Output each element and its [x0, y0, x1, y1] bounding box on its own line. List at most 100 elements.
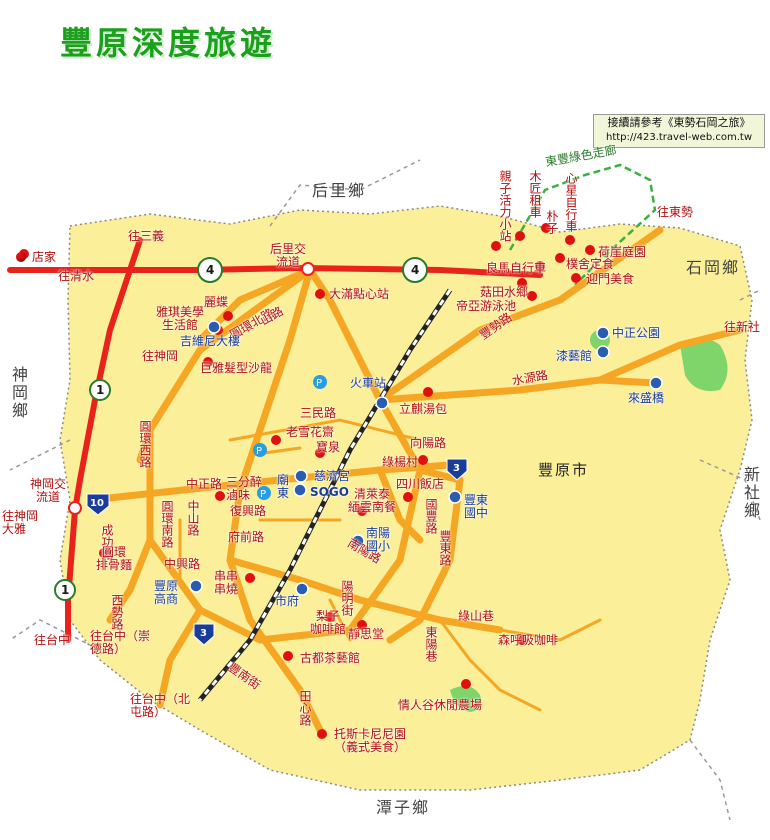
road-fuqian: 府前路	[228, 530, 265, 544]
road-yangming: 陽明街	[340, 580, 354, 616]
route-4-east: 4	[411, 263, 420, 277]
route-1-north: 1	[96, 383, 105, 397]
shop-qingrengu[interactable]: 情人谷休閒農場	[398, 698, 483, 712]
shop-tuscany[interactable]: 托斯卡尼尼園（義式美食）	[334, 727, 407, 754]
route-3-south: 3	[200, 628, 207, 639]
shop-luyang[interactable]: 綠楊村	[382, 455, 419, 469]
route-10: 10	[90, 498, 104, 509]
town-tanzi: 潭子鄉	[376, 798, 431, 817]
shop-gudu[interactable]: 古都茶藝館	[300, 651, 361, 665]
shop-chuan[interactable]: 串串串燒	[214, 569, 239, 596]
shop-laoxuehua[interactable]: 老雪花齋	[286, 425, 335, 439]
shop-lizi[interactable]: 梨子咖啡館	[310, 609, 347, 636]
shop-sanfenzui[interactable]: 三分醉滷味	[226, 475, 263, 502]
shop-yuanhuan[interactable]: 圓環排骨麵	[96, 545, 133, 572]
landmark-fengyuan-commercial[interactable]: 豐原高商	[154, 579, 179, 606]
parking-icons: P P P	[253, 375, 327, 500]
legend: 店家	[16, 248, 56, 265]
town-shigang: 石岡鄉	[686, 258, 741, 277]
route-3-north: 3	[453, 463, 460, 474]
dir-taichung-chongde: 往台中（崇德路）	[90, 629, 151, 656]
dir-taichung: 往台中	[34, 633, 71, 647]
road-chenggong: 成功路	[100, 524, 114, 560]
shengang-interchange: 神岡交流道	[29, 477, 66, 504]
road-zhongshan: 中山路	[186, 500, 200, 536]
town-houli: 后里鄉	[312, 181, 367, 200]
railway	[198, 288, 453, 702]
shop-jingsi[interactable]: 靜思堂	[348, 627, 385, 641]
shop-lidie[interactable]: 麗蝶	[204, 295, 229, 309]
dir-xinshe: 往新社	[724, 320, 761, 334]
svg-text:P: P	[260, 489, 266, 500]
dir-shengang: 往神岡	[142, 349, 179, 363]
landmark-city-hall[interactable]: 市府	[275, 594, 300, 608]
landmark-giverny[interactable]: 吉維尼大樓	[180, 334, 241, 348]
shop-senhuxi[interactable]: 森呼吸咖啡	[498, 633, 559, 647]
landmark-zhongzheng-park[interactable]: 中正公園	[612, 326, 661, 340]
svg-text:P: P	[316, 378, 322, 389]
route-shields	[53, 257, 468, 646]
landmark-laisheng-bridge[interactable]: 來盛橋	[628, 391, 665, 405]
green-corridor	[508, 163, 657, 286]
shop-heya[interactable]: 荷崖庭園	[598, 245, 647, 259]
landmark-icons	[189, 320, 663, 596]
houli-interchange: 后里交流道	[269, 242, 306, 269]
dir-dongshi: 往東勢	[657, 205, 694, 219]
road-tianxin: 田心路	[298, 690, 312, 726]
road-sanmin: 三民路	[300, 406, 337, 420]
shop-liangma[interactable]: 良馬自行車	[486, 261, 547, 275]
map-title: 豐原深度旅遊	[60, 24, 277, 62]
road-zhongxing: 中興路	[164, 557, 201, 571]
landmark-sogo[interactable]: SOGO	[310, 485, 349, 499]
shop-mujiang[interactable]: 木匠租車	[528, 170, 542, 218]
shop-qinzi[interactable]: 親子活力小站	[498, 170, 512, 242]
dir-sanyi: 往三義	[128, 229, 165, 243]
landmark-fengdong-school[interactable]: 豐東國中	[464, 493, 489, 520]
shop-diya[interactable]: 帝亞游泳池	[456, 299, 517, 313]
road-fuxing: 復興路	[230, 504, 267, 518]
road-dongyang: 東陽巷	[424, 626, 438, 662]
reference-line: 接續請參考《東勢石岡之旅》	[607, 116, 751, 129]
svg-text:P: P	[256, 446, 262, 457]
landmark-station[interactable]: 火車站	[350, 376, 387, 390]
road-guoguang: 國豐路	[424, 498, 438, 534]
shop-juya[interactable]: 巨雅髮型沙龍	[200, 361, 273, 375]
road-xishi: 西勢路	[110, 594, 124, 630]
shop-dots	[19, 223, 595, 739]
road-lushan: 綠山巷	[458, 609, 495, 623]
town-xinshe: 新社鄉	[741, 466, 760, 520]
road-yuanhuan-south: 圓環南路	[160, 500, 174, 548]
shop-dama[interactable]: 大滿點心站	[329, 287, 390, 301]
legend-shop-label: 店家	[32, 250, 57, 264]
dir-taichung-beitun: 往台中（北屯路）	[130, 692, 191, 719]
town-shengang: 神岡鄉	[9, 366, 28, 420]
road-yuanhuan: 圓環西路	[138, 420, 152, 468]
reference-box[interactable]: 接續請參考《東勢石岡之旅》 http://423.travel-web.com.…	[593, 114, 765, 148]
shop-xinxing[interactable]: 心星自行車	[564, 172, 578, 232]
shop-gutian[interactable]: 菇田水鄉	[480, 285, 529, 299]
road-zhongzheng: 中正路	[186, 477, 223, 491]
shop-pushe[interactable]: 樸舍定食	[566, 257, 615, 271]
town-fengyuan: 豐原市	[538, 461, 590, 479]
road-fengdong: 豐東路	[438, 530, 452, 566]
landmark-lacquer-museum[interactable]: 漆藝館	[556, 349, 593, 363]
red-dot-icon	[16, 252, 26, 262]
shop-yaqi[interactable]: 雅琪美學生活館	[156, 305, 205, 332]
landmark-nanyang-school[interactable]: 南陽國小	[366, 526, 391, 553]
shop-baoquan[interactable]: 寶泉	[316, 440, 341, 454]
landmark-miaodong[interactable]: 廟東	[277, 473, 290, 500]
reference-url[interactable]: http://423.travel-web.com.tw	[605, 132, 752, 143]
dir-qingshui: 往清水	[58, 269, 95, 283]
shop-qinglai[interactable]: 清萊泰緬雲南餐	[348, 487, 397, 514]
route-1-south: 1	[61, 583, 70, 597]
shop-liqi[interactable]: 立麒湯包	[399, 402, 448, 416]
shop-yingmen[interactable]: 迎門美食	[586, 272, 635, 286]
road-xiangyang: 向陽路	[410, 436, 447, 450]
shop-puzi[interactable]: 朴子	[545, 210, 559, 234]
route-4-west: 4	[206, 263, 215, 277]
shop-sichuan[interactable]: 四川飯店	[396, 477, 445, 491]
landmark-ciji[interactable]: 慈濟宮	[314, 469, 351, 483]
dir-dajia: 往神岡大雅	[2, 509, 39, 536]
